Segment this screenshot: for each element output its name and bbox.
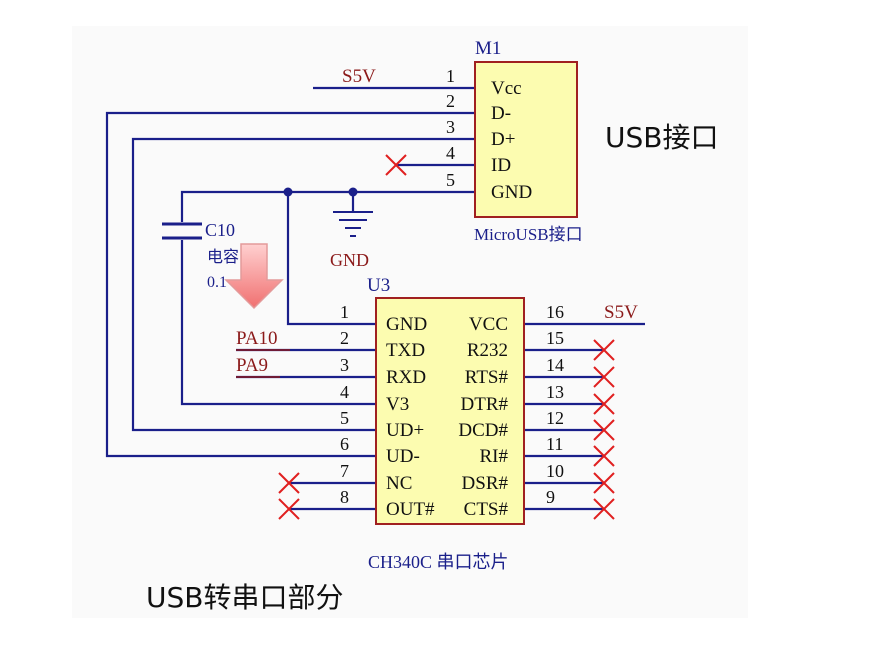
- u3-right-pin-number: 15: [546, 328, 564, 348]
- m1-pin-name: ID: [491, 155, 511, 176]
- u3-right-pin-number: 16: [546, 302, 564, 322]
- u3-right-pin-name: DTR#: [461, 394, 509, 415]
- m1-pin-name: Vcc: [491, 78, 522, 99]
- junction-dot: [283, 187, 293, 197]
- u3-right-pin-number: 10: [546, 461, 564, 481]
- no-connect-x-icon: [278, 472, 300, 494]
- u3-left-pin-number: 3: [340, 355, 349, 375]
- m1-pin-number: 3: [446, 117, 455, 137]
- capacitor-c10: [162, 222, 202, 240]
- u3-left-pin-number: 1: [340, 302, 349, 322]
- u3-left-pin-name: V3: [386, 394, 409, 415]
- s5v-net-label-top: S5V: [342, 66, 376, 87]
- u3-right-pin-number: 14: [546, 355, 564, 375]
- m1-pin-number: 4: [446, 143, 455, 163]
- u3-right-pin-number: 11: [546, 434, 563, 454]
- wire-gnd-bus: [180, 190, 475, 222]
- u3-left-pin-number: 8: [340, 487, 349, 507]
- wire-v3: [180, 240, 376, 406]
- no-connect-x-icon: [593, 419, 615, 441]
- m1-connector-body: [474, 61, 578, 218]
- m1-pin-name: GND: [491, 182, 532, 203]
- wire-d-minus: [105, 111, 475, 458]
- pa10-net-label: PA10: [236, 328, 278, 349]
- u3-left-pin-name: NC: [386, 473, 412, 494]
- u3-left-pin-name: UD+: [386, 420, 424, 441]
- u3-right-pin-number: 13: [546, 382, 564, 402]
- junction-dot: [348, 187, 358, 197]
- c10-value: 0.1: [207, 274, 227, 291]
- u3-right-pin-name: DCD#: [458, 420, 508, 441]
- u3-left-pin-number: 2: [340, 328, 349, 348]
- wire-u3-gnd: [286, 192, 376, 326]
- pa9-net-label: PA9: [236, 355, 268, 376]
- no-connect-x-icon: [593, 393, 615, 415]
- section-title: USB转串口部分: [146, 581, 343, 614]
- usb-interface-title: USB接口: [605, 121, 718, 154]
- wire-d-plus: [131, 137, 475, 432]
- m1-pin-name: D+: [491, 129, 515, 150]
- u3-right-pin-name: RTS#: [465, 367, 509, 388]
- u3-right-pin-name: CTS#: [464, 499, 509, 520]
- no-connect-x-icon: [385, 154, 407, 176]
- u3-left-pin-number: 5: [340, 408, 349, 428]
- no-connect-x-icon: [593, 366, 615, 388]
- u3-designator: U3: [367, 275, 390, 296]
- m1-pin-number: 1: [446, 66, 455, 86]
- u3-left-pin-name: GND: [386, 314, 427, 335]
- u3-right-pin-name: DSR#: [462, 473, 509, 494]
- u3-chip-body: [375, 297, 525, 525]
- u3-left-pin-number: 4: [340, 382, 349, 402]
- no-connect-x-icon: [593, 498, 615, 520]
- u3-left-pin-name: TXD: [386, 340, 425, 361]
- c10-comment: 电容: [207, 247, 239, 266]
- c10-designator: C10: [205, 220, 235, 240]
- m1-part-name: MicroUSB接口: [474, 225, 583, 244]
- ground-symbol: [333, 211, 373, 237]
- u3-right-pin-name: RI#: [480, 446, 509, 467]
- no-connect-x-icon: [593, 472, 615, 494]
- no-connect-markers: [278, 154, 615, 520]
- u3-left-pin-name: UD-: [386, 446, 420, 467]
- no-connect-x-icon: [593, 339, 615, 361]
- u3-part-name: CH340C 串口芯片: [368, 552, 509, 572]
- m1-designator: M1: [475, 38, 501, 59]
- down-arrow-icon: [224, 243, 284, 310]
- u3-left-pin-name: RXD: [386, 367, 426, 388]
- m1-pin-number: 2: [446, 91, 455, 111]
- u3-right-pin-number: 9: [546, 487, 555, 507]
- u3-right-pin-number: 12: [546, 408, 564, 428]
- no-connect-x-icon: [593, 445, 615, 467]
- u3-right-pin-name: VCC: [469, 314, 508, 335]
- u3-right-pin-name: R232: [467, 340, 508, 361]
- gnd-symbol-label: GND: [330, 250, 369, 270]
- u3-left-pin-number: 6: [340, 434, 349, 454]
- u3-left-pin-number: 7: [340, 461, 349, 481]
- u3-left-pin-name: OUT#: [386, 499, 435, 520]
- no-connect-x-icon: [278, 498, 300, 520]
- m1-pin-number: 5: [446, 170, 455, 190]
- s5v-net-label-right: S5V: [604, 302, 638, 323]
- net-label-lines: [236, 349, 290, 378]
- m1-pin-name: D-: [491, 103, 511, 124]
